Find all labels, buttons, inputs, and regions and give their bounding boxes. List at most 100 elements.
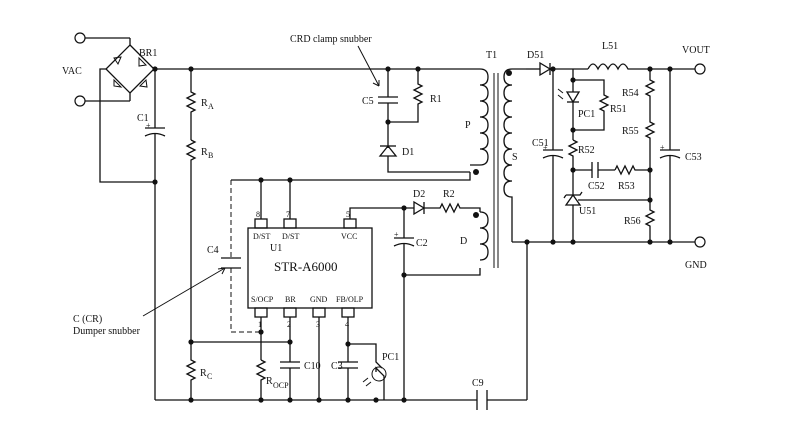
svg-text:C10: C10 [304,361,321,372]
svg-text:B: B [208,151,213,160]
svg-text:+: + [146,121,151,130]
resistor-r53: R53 [614,164,650,192]
shunt-regulator-u51: U51 [563,191,650,242]
svg-text:R55: R55 [622,126,639,137]
svg-text:R56: R56 [624,216,641,227]
resistor-rocp: R OCP [255,359,289,400]
svg-text:PC1: PC1 [382,352,399,363]
vac-terminal-bottom [74,95,86,107]
capacitor-c10: C10 [280,361,321,400]
resistor-r2: R2 [424,189,481,214]
diode-d2: D2 [361,189,426,216]
svg-text:C2: C2 [416,238,428,249]
cr-label-line1: C (CR) [73,314,102,325]
resistor-r51: R51 [573,79,627,131]
gnd-terminal [694,236,706,248]
svg-text:+: + [660,143,665,152]
svg-text:C9: C9 [472,378,484,389]
svg-text:R51: R51 [610,104,627,115]
capacitor-c4: C4 [207,180,261,333]
svg-text:BR: BR [285,295,296,304]
svg-text:L51: L51 [602,41,618,52]
vac-terminal-top [74,32,86,44]
ac-input: VAC [62,32,130,107]
svg-text:R1: R1 [430,94,442,105]
svg-text:R: R [200,368,207,379]
capacitor-c1: C1 + [137,69,166,400]
resistor-rc: R C [185,342,212,400]
vout-label: VOUT [682,45,710,56]
svg-text:S: S [512,152,518,163]
capacitor-c53: C53 + [659,69,702,242]
svg-text:U1: U1 [270,243,282,254]
svg-text:D1: D1 [402,147,414,158]
ic-name: STR-A6000 [274,259,338,274]
svg-text:D: D [460,236,467,247]
diode-d51: D51 [526,50,552,77]
capacitor-c5: C5 [362,69,398,148]
svg-text:R2: R2 [443,189,455,200]
svg-text:4: 4 [345,320,349,329]
svg-text:D/ST: D/ST [282,232,299,241]
capacitor-c52: C52 [573,162,615,192]
svg-text:VCC: VCC [341,232,357,241]
svg-text:R52: R52 [578,145,595,156]
svg-text:R: R [201,147,208,158]
svg-text:FB/OLP: FB/OLP [336,295,364,304]
svg-text:P: P [465,120,471,131]
svg-text:C53: C53 [685,152,702,163]
resistor-r54: R54 [622,69,656,114]
optocoupler-pc1-primary: PC1 [348,343,399,400]
svg-text:7: 7 [286,210,290,219]
svg-text:R54: R54 [622,88,639,99]
svg-text:+: + [394,230,399,239]
c1-label: C1 [137,113,149,124]
svg-text:R: R [266,376,273,387]
capacitor-c2: C2 + [393,208,428,400]
svg-text:1: 1 [258,320,262,329]
svg-text:C: C [207,372,212,381]
gnd-out-label: GND [685,260,707,271]
svg-text:C51: C51 [532,138,549,149]
svg-text:5: 5 [346,210,350,219]
svg-text:T1: T1 [486,50,497,61]
svg-text:R53: R53 [618,181,635,192]
resistor-r56: R56 [624,200,656,242]
svg-text:U51: U51 [579,206,596,217]
resistor-rb: R B [185,139,213,342]
resistor-r55: R55 [622,114,656,200]
br1-label: BR1 [139,48,157,59]
resistor-r52: R52 [567,139,595,195]
svg-text:D51: D51 [527,50,544,61]
svg-text:8: 8 [256,210,260,219]
svg-text:A: A [208,102,214,111]
optocoupler-pc1-secondary: PC1 [557,88,595,120]
vac-label: VAC [62,66,82,77]
svg-text:PC1: PC1 [578,109,595,120]
svg-text:C52: C52 [588,181,605,192]
capacitor-c9: C9 [472,242,528,410]
resistor-ra: R A [185,69,214,140]
transformer-t1: T1 P S D [460,50,526,268]
crd-label: CRD clamp snubber [290,34,372,45]
svg-text:D/ST: D/ST [253,232,270,241]
svg-text:3: 3 [316,320,320,329]
svg-text:R: R [201,98,208,109]
svg-text:+: + [543,143,548,152]
svg-text:D2: D2 [413,189,425,200]
svg-text:2: 2 [287,320,291,329]
capacitor-c51: C51 + [532,69,564,242]
svg-text:S/OCP: S/OCP [251,295,274,304]
svg-text:C4: C4 [207,245,219,256]
svg-text:C3: C3 [331,361,343,372]
svg-text:GND: GND [310,295,328,304]
svg-text:C5: C5 [362,96,374,107]
cr-label-line2: Dumper snubber [73,326,141,337]
ic-u1: U1 STR-A6000 8 7 5 D/ST D/ST VCC S/OCP B… [247,210,373,329]
resistor-r1: R1 [388,69,442,123]
vout-terminal [694,63,706,75]
svg-text:OCP: OCP [273,381,289,390]
capacitor-c3: C3 [331,361,358,400]
inductor-l51: L51 [587,41,700,71]
